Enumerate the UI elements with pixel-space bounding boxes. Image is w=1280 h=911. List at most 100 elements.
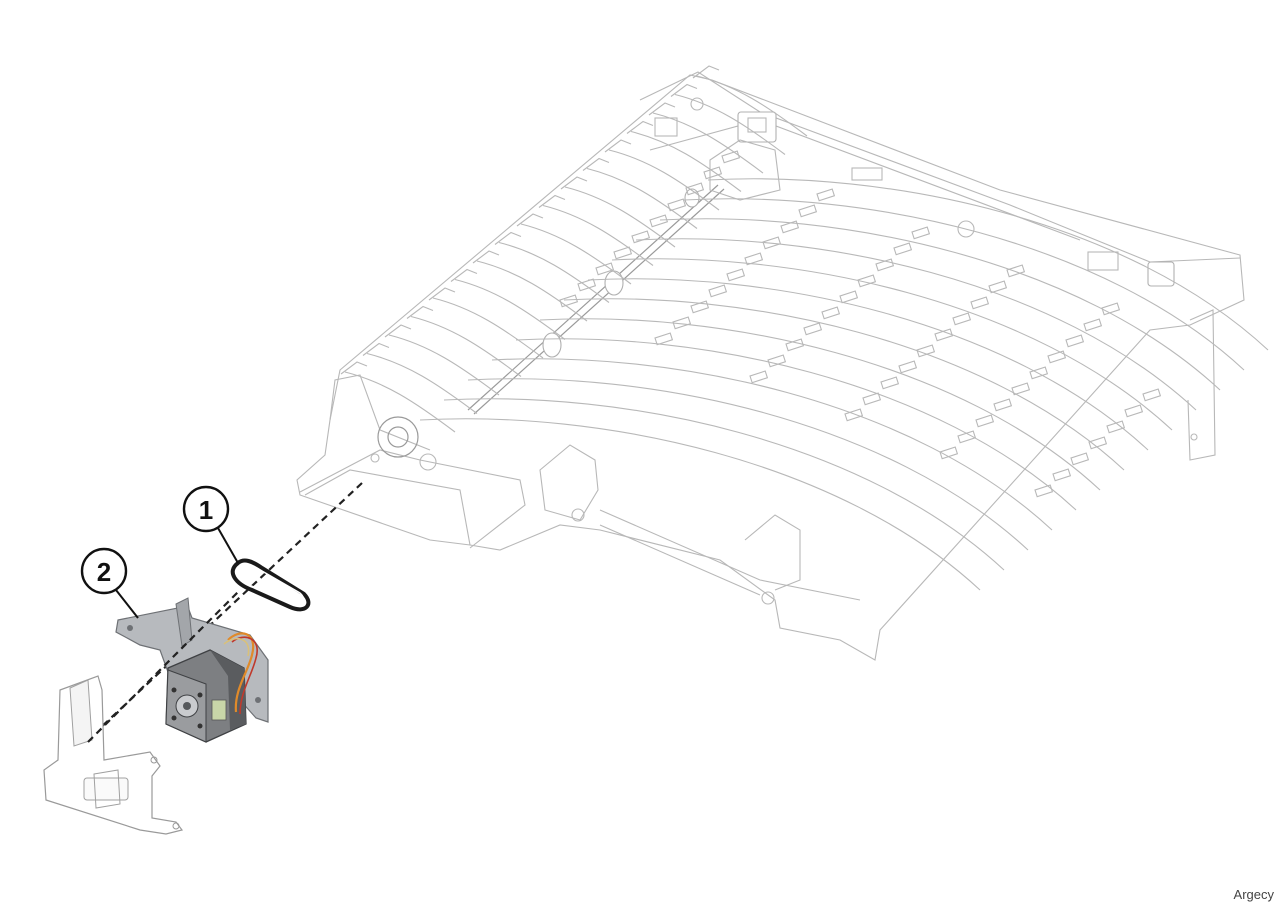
guide-tab xyxy=(911,226,931,240)
guide-tab xyxy=(939,446,959,460)
guide-rib xyxy=(652,112,764,174)
guide-tab xyxy=(780,220,800,234)
guide-tab xyxy=(726,268,746,282)
guide-rib-tip xyxy=(582,157,610,171)
guide-rib-tip xyxy=(340,361,368,375)
guide-rib xyxy=(388,334,500,396)
paper-guide-line xyxy=(683,198,1245,371)
callout-2-number: 2 xyxy=(97,557,111,587)
guide-tab xyxy=(893,242,913,256)
guide-tab xyxy=(690,300,710,314)
guide-rib-tip xyxy=(472,250,500,264)
paper-guide-line xyxy=(587,278,1149,451)
guide-tab xyxy=(934,328,954,342)
paper-guide-line xyxy=(707,178,1269,351)
guide-tab xyxy=(649,214,669,228)
guide-tab xyxy=(898,360,918,374)
guide-tabs xyxy=(559,150,1162,498)
guide-rib xyxy=(432,297,544,359)
guide-tab xyxy=(1101,302,1121,316)
motor-assembly-part xyxy=(43,597,269,835)
guide-tab xyxy=(970,296,990,310)
guide-tab xyxy=(821,306,841,320)
guide-rib xyxy=(696,75,808,137)
guide-rib-tip xyxy=(604,139,632,153)
guide-tab xyxy=(1070,452,1090,466)
guide-tab xyxy=(1052,468,1072,482)
guide-rib xyxy=(410,315,522,377)
guide-tab xyxy=(839,290,859,304)
guide-tab xyxy=(798,204,818,218)
guide-rib-tip xyxy=(450,268,478,282)
guide-tab xyxy=(767,354,787,368)
guide-tab xyxy=(1083,318,1103,332)
guide-rib-tip xyxy=(494,231,522,245)
guide-rib-tip xyxy=(648,102,676,116)
guide-tab xyxy=(1047,350,1067,364)
paper-guide-line xyxy=(515,338,1077,511)
guide-tab xyxy=(952,312,972,326)
guide-tab xyxy=(559,294,579,308)
paper-path-guides xyxy=(419,178,1269,591)
paper-guide-line xyxy=(635,238,1197,411)
guide-tab xyxy=(844,408,864,422)
paper-guide-line xyxy=(659,218,1221,391)
guide-tab xyxy=(667,198,687,212)
guide-tab xyxy=(975,414,995,428)
guide-tab xyxy=(857,274,877,288)
guide-tab xyxy=(1011,382,1031,396)
guide-tab xyxy=(1034,484,1054,498)
guide-rib xyxy=(344,371,456,433)
guide-tab xyxy=(875,258,895,272)
guide-tab xyxy=(1006,264,1026,278)
guide-tab xyxy=(703,166,723,180)
guide-tab xyxy=(1065,334,1085,348)
guide-tab xyxy=(1088,436,1108,450)
guide-tab xyxy=(785,338,805,352)
assembly-leader-lines xyxy=(81,482,363,746)
guide-tab xyxy=(749,370,769,384)
guide-tab xyxy=(613,246,633,260)
callout-2: 2 xyxy=(80,547,139,619)
guide-rib xyxy=(674,93,786,155)
guide-rib xyxy=(476,260,588,322)
guide-rib-tip xyxy=(516,213,544,227)
paper-guide-line xyxy=(443,398,1005,571)
guide-tab xyxy=(744,252,764,266)
guide-rib-tip xyxy=(406,305,434,319)
paper-guide-line xyxy=(563,298,1125,471)
paper-guide-line xyxy=(611,258,1173,431)
guide-tab xyxy=(654,332,674,346)
guide-rib xyxy=(608,149,720,211)
guide-rib-tip xyxy=(362,342,390,356)
guide-rib xyxy=(366,352,478,414)
guide-rib-tip xyxy=(538,194,566,208)
paper-guide-line xyxy=(491,358,1053,531)
guide-tab xyxy=(880,376,900,390)
guide-rib-tip xyxy=(428,287,456,301)
paper-guide-line xyxy=(467,378,1029,551)
guide-tab xyxy=(803,322,823,336)
guide-tab xyxy=(762,236,782,250)
guide-rib xyxy=(520,223,632,285)
guide-tab xyxy=(708,284,728,298)
watermark-text: Argecy xyxy=(1233,887,1274,902)
guide-tab xyxy=(993,398,1013,412)
guide-tab xyxy=(1029,366,1049,380)
guide-tab xyxy=(862,392,882,406)
guide-rib-tip xyxy=(670,83,698,97)
guide-tab xyxy=(1106,420,1126,434)
guide-rib xyxy=(454,278,566,340)
guide-rib-tip xyxy=(384,324,412,338)
guide-rib xyxy=(630,130,742,192)
guide-tab xyxy=(685,182,705,196)
guide-rib-tip xyxy=(560,176,588,190)
callout-1: 1 xyxy=(182,485,239,564)
guide-tab xyxy=(577,278,597,292)
guide-tab xyxy=(595,262,615,276)
guide-tab xyxy=(988,280,1008,294)
belt-part xyxy=(230,558,311,612)
guide-rib-tip xyxy=(692,65,720,79)
paper-guide-line xyxy=(419,418,981,591)
